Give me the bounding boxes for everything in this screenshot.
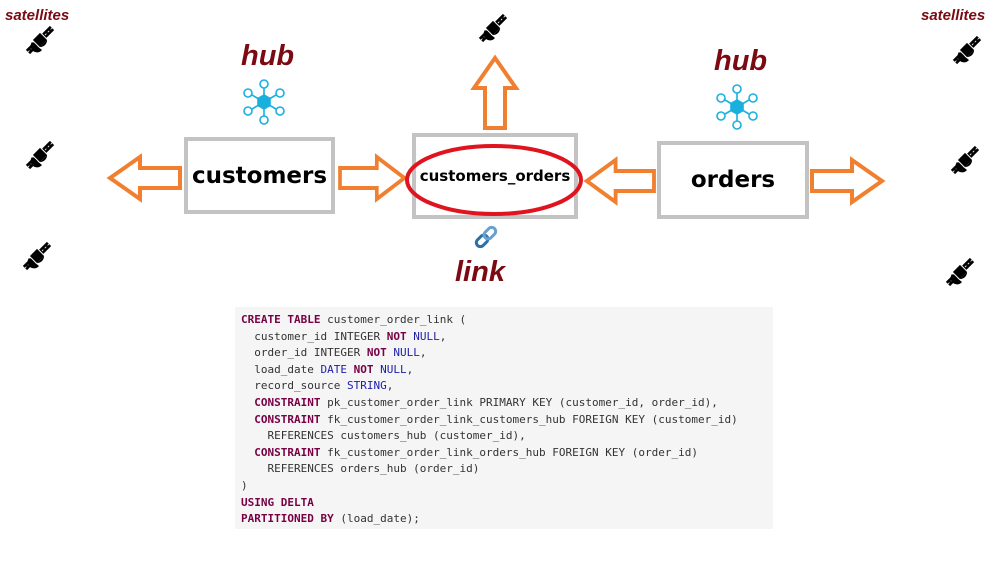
- code-text: pk_customer_order_link PRIMARY KEY (cust…: [320, 395, 718, 409]
- code-type: NULL: [413, 329, 440, 343]
- code-type: NULL: [380, 362, 407, 376]
- customers-hub-box: customers: [184, 137, 335, 214]
- code-line: CONSTRAINT fk_customer_order_link_custom…: [241, 412, 773, 429]
- code-text: [347, 363, 354, 376]
- code-text: load_date: [241, 362, 321, 376]
- code-line: load_date DATE NOT NULL,: [241, 362, 773, 379]
- code-keyword: CREATE TABLE: [241, 313, 321, 326]
- customers-hub-label: customers: [191, 162, 328, 189]
- code-text: ,: [439, 329, 447, 343]
- code-text: customer_order_link (: [320, 313, 467, 326]
- code-keyword: NOT: [366, 346, 387, 360]
- code-text: ,: [406, 362, 414, 376]
- code-line: customer_id INTEGER NOT NULL,: [241, 329, 773, 346]
- code-keyword: NOT: [353, 362, 374, 376]
- code-line: record_source STRING,: [241, 378, 773, 395]
- code-text: REFERENCES customers_hub (customer_id),: [241, 429, 526, 443]
- code-text: ,: [419, 346, 427, 360]
- code-line: order_id INTEGER NOT NULL,: [241, 345, 773, 362]
- hub-label-right: hub: [714, 45, 768, 77]
- code-text: fk_customer_order_link_orders_hub FOREIG…: [320, 445, 698, 459]
- code-text: [241, 413, 254, 426]
- code-keyword: CONSTRAINT: [254, 395, 321, 409]
- code-text: ): [241, 478, 248, 492]
- link-label: link: [455, 256, 505, 288]
- code-keyword: PARTITIONED BY: [241, 512, 334, 526]
- code-text: [241, 446, 254, 459]
- orders-hub-label: orders: [690, 167, 776, 193]
- code-text: REFERENCES orders_hub (order_id): [241, 462, 480, 476]
- code-type: NULL: [393, 346, 420, 360]
- code-line: REFERENCES orders_hub (order_id): [241, 461, 773, 478]
- code-line: CREATE TABLE customer_order_link (: [241, 312, 773, 329]
- code-text: customer_id INTEGER: [241, 329, 387, 343]
- code-text: ,: [386, 379, 394, 393]
- satellites-label-right: satellites: [921, 7, 986, 24]
- code-type: DATE: [320, 362, 347, 376]
- code-text: fk_customer_order_link_customers_hub FOR…: [320, 412, 738, 426]
- code-text: order_id INTEGER: [241, 346, 367, 360]
- code-type: STRING: [346, 379, 387, 393]
- satellites-label-left: satellites: [5, 7, 70, 24]
- link-icon: [474, 225, 498, 249]
- highlight-ellipse: [405, 144, 583, 216]
- code-text: (load_date);: [333, 512, 420, 526]
- code-line: USING DELTA: [241, 495, 773, 512]
- code-line: ): [241, 478, 773, 495]
- hub-label-left: hub: [241, 40, 295, 72]
- customers-orders-link-label: customers_orders: [419, 167, 571, 185]
- code-line: REFERENCES customers_hub (customer_id),: [241, 428, 773, 445]
- code-keyword: CONSTRAINT: [254, 412, 321, 426]
- code-keyword: USING DELTA: [241, 495, 314, 509]
- code-keyword: NOT: [386, 329, 407, 343]
- arrow-right-to-satellites: [810, 158, 884, 204]
- code-line: CONSTRAINT fk_customer_order_link_orders…: [241, 445, 773, 462]
- code-keyword: CONSTRAINT: [254, 445, 321, 459]
- sql-code-block: CREATE TABLE customer_order_link ( custo…: [235, 307, 773, 529]
- code-text: [241, 396, 254, 409]
- orders-hub-box: orders: [657, 141, 809, 219]
- code-line: CONSTRAINT pk_customer_order_link PRIMAR…: [241, 395, 773, 412]
- code-line: PARTITIONED BY (load_date);: [241, 511, 773, 528]
- code-text: record_source: [241, 379, 347, 393]
